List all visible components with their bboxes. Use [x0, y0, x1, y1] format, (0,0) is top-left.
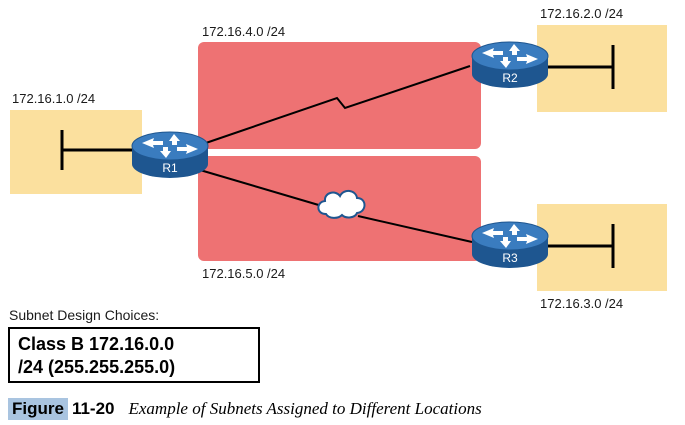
subnet-label-lan3-html: 172.16.3.0 /24 — [540, 296, 624, 311]
design-choices-title: Subnet Design Choices: — [9, 307, 160, 323]
figure-label: Figure — [8, 398, 68, 420]
wan-area-r1-r2 — [198, 42, 481, 149]
wan-link-r1-cloud — [199, 169, 323, 207]
lan-segment-3 — [545, 224, 615, 268]
figure-caption: Figure 11-20 Example of Subnets Assigned… — [8, 397, 482, 421]
router-r2: R2 — [471, 41, 549, 89]
lan-area-1 — [10, 110, 142, 194]
figure-number: 11-20 — [71, 399, 115, 418]
design-choices-box: Class B 172.16.0.0 /24 (255.255.255.0) — [8, 327, 260, 383]
lan-segment-2 — [545, 45, 615, 89]
subnet-label-lan1: 172.16.1.0 /24 — [12, 91, 95, 106]
lan-segment-1 — [60, 130, 140, 170]
design-mask-line: /24 (255.255.255.0) — [18, 357, 176, 377]
subnet-label-wan-r1-r3: 172.16.5.0 /24 — [202, 266, 285, 281]
figure-caption-text: Example of Subnets Assigned to Different… — [128, 399, 482, 418]
network-diagram: R1 R2 R3 172.16.1.0 /24 172.16.4.0 /24 1… — [10, 6, 667, 291]
router-r3: R3 — [471, 221, 549, 269]
router-r1-label: R1 — [162, 161, 178, 175]
subnet-label-lan2: 172.16.2.0 /24 — [540, 6, 623, 21]
design-class-line: Class B 172.16.0.0 — [18, 334, 175, 354]
router-r3-label: R3 — [502, 251, 518, 265]
router-r1: R1 — [131, 131, 209, 179]
serial-link-r1-r2 — [199, 65, 471, 146]
subnet-label-wan-r1-r2: 172.16.4.0 /24 — [202, 24, 285, 39]
wan-link-cloud-r3 — [357, 215, 473, 243]
router-r2-label: R2 — [502, 71, 518, 85]
cloud-icon — [317, 190, 366, 219]
